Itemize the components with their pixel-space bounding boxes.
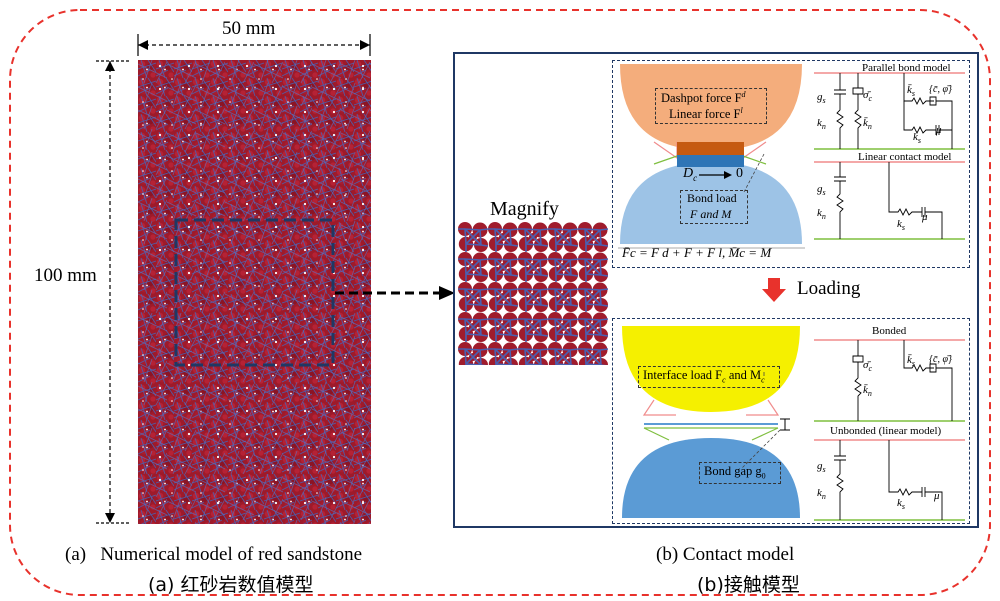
top-ball-illustration (618, 64, 805, 249)
dc-label: Dc (683, 166, 698, 183)
parallel-bond-title: Parallel bond model (862, 62, 951, 74)
sigma-c-label: σ̄c (863, 89, 872, 104)
force-equation: F̄c = F d + F + F l, M̄c = M (622, 245, 772, 260)
dashpot-linear-box (655, 88, 767, 124)
dashpot-force-label: Dashpot force Fd (661, 90, 746, 106)
magnify-arrow (335, 286, 455, 300)
bottom-ball-illustration (622, 326, 800, 518)
height-dimension-arrow (96, 60, 130, 524)
kn-label: kn (817, 117, 826, 132)
bottom-sigma-c-label: σ̄c (863, 359, 872, 374)
caption-a-en: (a) Numerical model of red sandstone (65, 544, 363, 565)
bond-load-line2: F and M (690, 207, 732, 221)
bottom-schematic (814, 339, 965, 521)
bottom-mu-label: μ (934, 490, 940, 502)
linear-force-label: Linear force Fl (669, 106, 743, 122)
bonded-title: Bonded (872, 325, 907, 337)
magnify-label: Magnify (490, 198, 559, 220)
caption-b-en: (b) Contact model (656, 544, 795, 565)
bond-load-box (680, 190, 748, 224)
interface-load-box (638, 366, 780, 388)
kn-label-2: kn (817, 207, 826, 222)
gs-label: gs (817, 91, 826, 106)
bond-gap-label: Bond gap g0 (704, 464, 766, 481)
bond-load-line1: Bond load (687, 191, 737, 205)
sandstone-specimen (138, 60, 371, 524)
top-contact-panel (612, 60, 970, 268)
bottom-kn-bar-label: k̄n (863, 384, 872, 399)
width-label: 50 mm (222, 18, 276, 39)
bottom-contact-panel (612, 318, 970, 524)
dc-target: 0 (736, 166, 743, 181)
loading-arrow-icon (762, 278, 786, 302)
ks-label-2: ks (897, 218, 906, 233)
contact-model-frame (453, 52, 979, 528)
bottom-gs-label: gs (817, 460, 826, 475)
bond-gap-box (699, 462, 781, 484)
caption-a-zh: (a) 红砂岩数值模型 (148, 574, 314, 596)
caption-b-zh: (b)接触模型 (697, 574, 800, 596)
c-phi-label: {c̄, φ̄} (929, 84, 952, 95)
loading-label: Loading (797, 278, 861, 299)
magnified-particles (458, 222, 608, 365)
top-schematic (814, 72, 965, 240)
specimen-panel: 50 mm 100 mm (0, 0, 455, 601)
mu-label-2: μ (922, 211, 928, 223)
height-label: 100 mm (32, 265, 99, 287)
interface-load-label: Interface load Fc and Mc (643, 368, 765, 385)
bottom-c-phi-label: {c̄, φ̄} (929, 354, 952, 365)
bottom-ks-label: ks (897, 497, 906, 512)
bottom-ks-bar-label: k̄s (907, 354, 916, 369)
bottom-kn-label: kn (817, 487, 826, 502)
gs-label-2: gs (817, 183, 826, 198)
unbonded-title: Unbonded (linear model) (830, 425, 942, 437)
mu-label: μ (936, 124, 942, 136)
linear-contact-title: Linear contact model (858, 151, 952, 163)
ks-label: ks (913, 131, 922, 146)
kn-bar-label: k̄n (863, 117, 872, 132)
ks-bar-label: k̄s (907, 84, 916, 99)
width-dimension-arrow (137, 34, 371, 56)
